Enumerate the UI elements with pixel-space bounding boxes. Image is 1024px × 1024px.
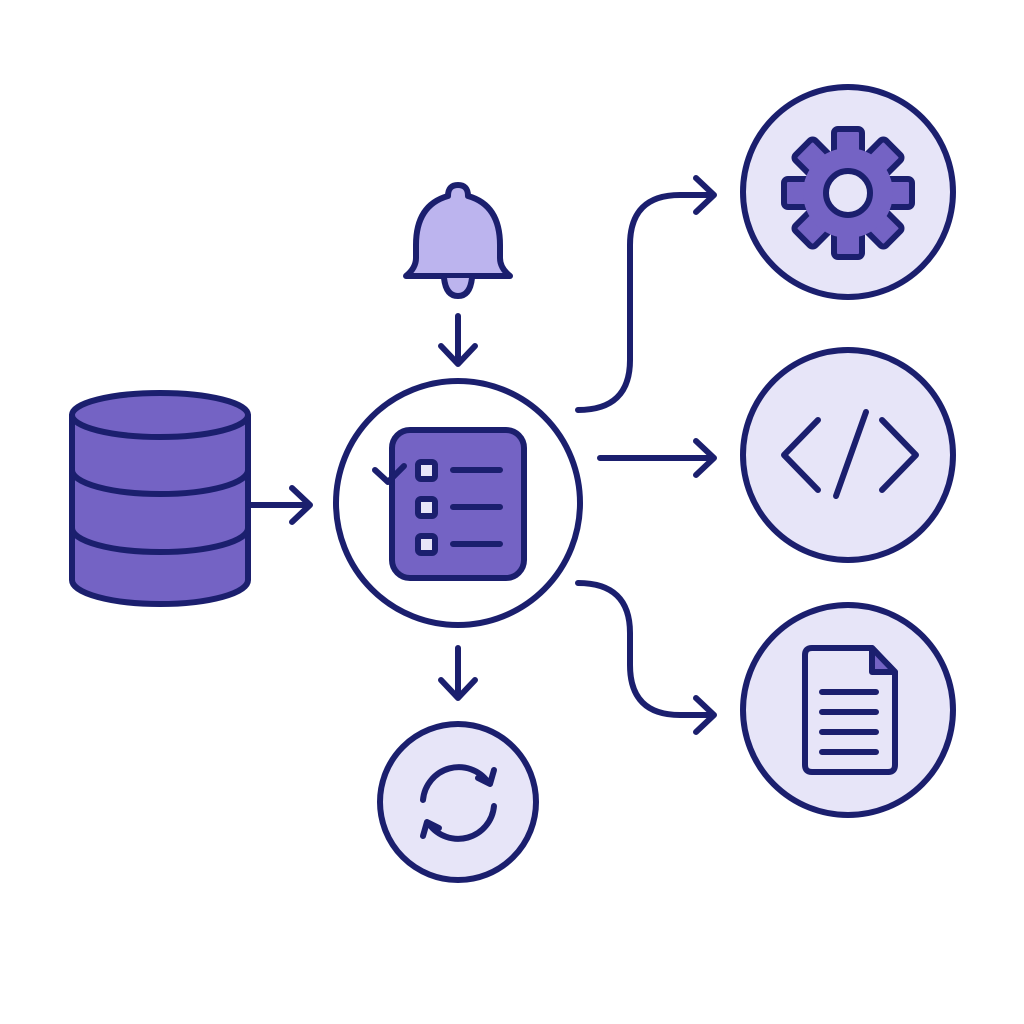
arrow-database-to-tasks: [247, 485, 313, 525]
document-icon: [802, 645, 898, 775]
arrow-bell-to-tasks: [438, 313, 478, 367]
sync-node: [377, 721, 539, 883]
sync-icon: [420, 764, 497, 842]
arrow-tasks-to-code: [597, 438, 717, 478]
database-icon: [69, 390, 251, 607]
arrow-tasks-to-sync: [438, 645, 478, 701]
bell-icon: [403, 182, 513, 299]
task-list-node: [333, 378, 583, 628]
document-node: [740, 602, 956, 818]
gear-icon: [781, 126, 915, 260]
settings-node: [740, 84, 956, 300]
code-icon: [781, 409, 919, 499]
arrow-tasks-to-settings: [575, 175, 717, 413]
code-node: [740, 347, 956, 563]
arrow-tasks-to-document: [575, 580, 717, 735]
